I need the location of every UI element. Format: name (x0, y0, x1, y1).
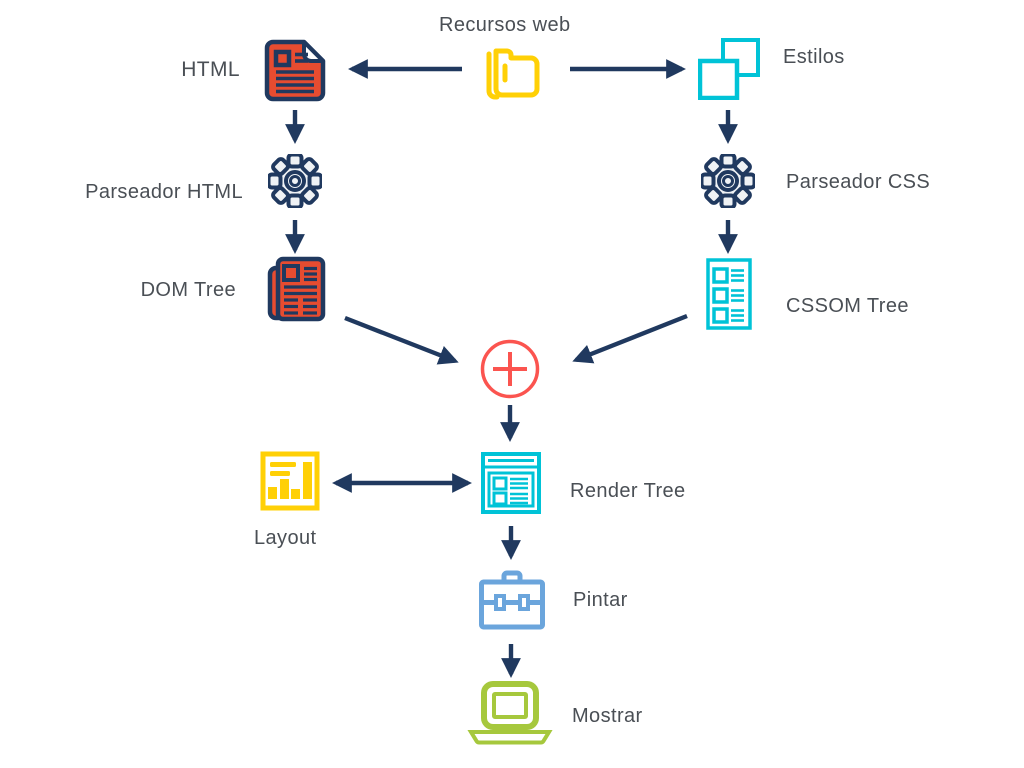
laptop-icon (467, 681, 553, 745)
briefcase-icon (479, 570, 545, 630)
folder-icon (486, 48, 540, 100)
plus-circle-icon (480, 339, 540, 399)
node-parser-css-label: Parseador CSS (786, 171, 931, 193)
gear-icon (268, 154, 322, 208)
node-resources-label: Recursos web (439, 14, 571, 36)
node-layout-label: Layout (254, 527, 317, 549)
node-paint-label: Pintar (573, 589, 628, 611)
bar-chart-icon (260, 451, 320, 511)
newspaper-icon (267, 256, 326, 322)
stacked-squares-icon (698, 38, 760, 100)
gear-icon (701, 154, 755, 208)
node-parser-html-label: Parseador HTML (85, 181, 243, 203)
html-document-icon (264, 39, 326, 102)
browser-window-icon (481, 452, 541, 514)
node-dom-tree-label: DOM Tree (140, 279, 236, 301)
node-html-label: HTML (181, 58, 240, 81)
node-cssom-tree-label: CSSOM Tree (786, 295, 909, 317)
node-styles-label: Estilos (783, 46, 845, 68)
list-document-icon (706, 258, 752, 330)
node-render-tree-label: Render Tree (570, 480, 686, 502)
node-display-label: Mostrar (572, 705, 643, 727)
